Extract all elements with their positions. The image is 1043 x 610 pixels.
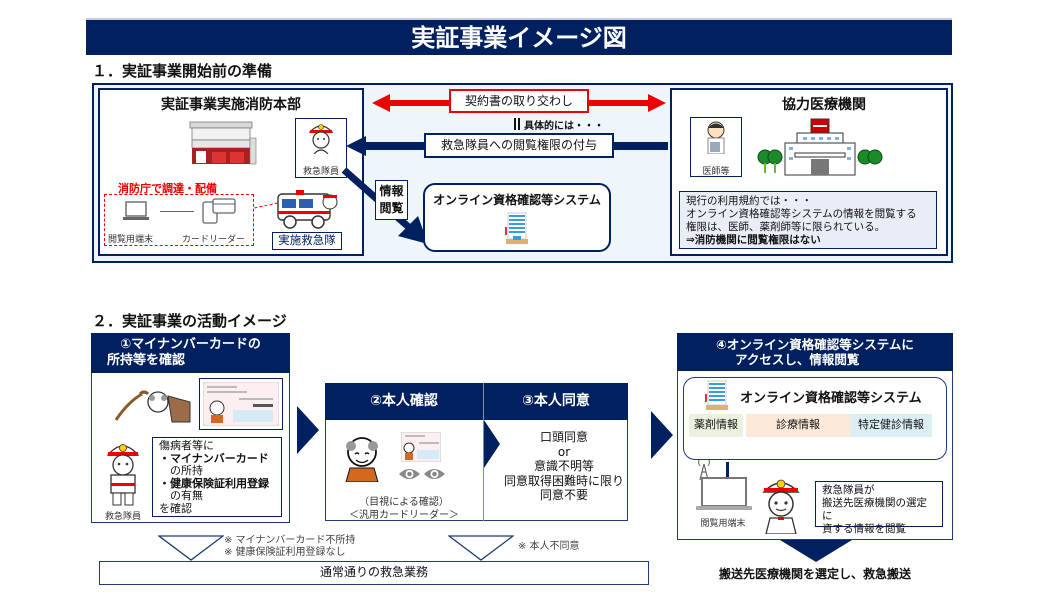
- ambulance-team-label: 実施救急隊: [272, 232, 342, 250]
- info-view-label-line1: 情報: [379, 184, 404, 198]
- step1-speech-line: の所持: [159, 464, 203, 478]
- hospital-note-line: ⇒消防機関に閲覧権限はない: [686, 234, 821, 246]
- step1-speech-line: の有無: [159, 489, 203, 503]
- specifically-bar-2: [518, 118, 520, 130]
- permission-label: 救急隊員への閲覧権限の付与: [424, 133, 614, 158]
- step4-server-icon: [702, 380, 730, 412]
- paramedic-step1-icon: [102, 437, 144, 507]
- elderly-person-icon: [340, 432, 384, 482]
- hospital-building-icon: [755, 117, 885, 177]
- mynumber-card-small-icon: [401, 432, 441, 462]
- step3-line: 意識不明等: [533, 459, 594, 473]
- step4-terminal-label: 閲覧用端末: [700, 519, 746, 529]
- step1-speech-line: を確認: [159, 501, 192, 515]
- page-title: 実証事業イメージ図: [86, 18, 952, 55]
- paramedic-icon: [306, 120, 336, 154]
- mynumber-card-icon: [203, 382, 279, 426]
- hospital-note: 現行の利用規約では・・・ オンライン資格確認等システムの情報を閲覧する 権限は、…: [679, 191, 937, 249]
- step4-title-line1: ④オンライン資格確認等システムに: [716, 337, 914, 352]
- doctor-icon: [701, 120, 731, 154]
- step1-speech-line: ・マイナンバーカード: [159, 451, 269, 465]
- hospital-note-line: 現行の利用規約では・・・: [686, 195, 812, 207]
- paramedic-label: 救急隊員: [302, 167, 339, 177]
- mynumber-card-frame: [199, 378, 283, 430]
- step4-speech: 救急隊員が 搬送先医療機関の選定に 資する情報を閲覧: [815, 481, 943, 535]
- normal-work-box: 通常通りの救急業務: [99, 561, 649, 585]
- info-tag-medication: 薬剤情報: [689, 414, 743, 437]
- laptop-icon: [122, 200, 150, 222]
- step23-divider: [483, 383, 484, 521]
- server-building-icon: [502, 211, 530, 245]
- ambulance-icon: [276, 186, 342, 232]
- step2-header: ②本人確認: [325, 383, 483, 420]
- branch-arrow-1: [158, 535, 224, 561]
- step3-line: 口頭同意: [539, 430, 588, 444]
- step4-speech-line: 搬送先医療機関の選定に: [822, 497, 927, 522]
- branch-note: ※ マイナンバーカード不所持: [224, 535, 356, 546]
- step1-title-line2: 所持等を確認: [107, 353, 186, 368]
- flow-chevron-inner: [484, 420, 500, 468]
- fallen-patient-icon: [114, 382, 194, 426]
- step3-line: 同意不要: [539, 488, 588, 502]
- step4-header: ④オンライン資格確認等システムに アクセスし、情報閲覧: [677, 333, 953, 371]
- flow-chevron-2: [651, 411, 673, 459]
- doctor-label: 医師等: [702, 167, 730, 177]
- card-reader-label: カードリーダー: [182, 235, 246, 245]
- fire-station-icon: [188, 118, 258, 166]
- fire-hq-title: 実証事業実施消防本部: [161, 97, 301, 113]
- procured-label: 消防庁で調達・配備: [118, 182, 217, 195]
- step1-speech-line: ・健康保険証利用登録: [159, 476, 269, 490]
- specifically-label: 具体的には・・・: [524, 121, 604, 132]
- info-view-label: 情報 閲覧: [375, 180, 408, 220]
- online-system-label: オンライン資格確認等システム: [433, 193, 601, 207]
- section2-heading: ２．実証事業の活動イメージ: [92, 312, 287, 330]
- card-reader-icon: [200, 198, 236, 224]
- step1-paramedic-label: 救急隊員: [104, 512, 141, 522]
- terminal-antenna-icon: [694, 460, 754, 512]
- final-label: 搬送先医療機関を選定し、救急搬送: [718, 567, 911, 581]
- step2-caption-line1: （目視による確認）: [359, 497, 449, 508]
- info-tag-checkup: 特定健診情報: [850, 414, 932, 437]
- terminal-label: 閲覧用端末: [108, 235, 154, 245]
- step3-line: or: [557, 444, 571, 459]
- step1-speech: 傷病者等に ・マイナンバーカード の所持 ・健康保険証利用登録 の有無 を確認: [152, 437, 282, 517]
- branch-arrow-2: [448, 535, 514, 561]
- step2-caption-line2: ＜汎用カードリーダー＞: [349, 510, 459, 521]
- flow-chevron-1: [297, 406, 319, 454]
- step4-speech-line: 資する情報を閲覧: [822, 523, 906, 535]
- step3-header: ③本人同意: [484, 383, 628, 420]
- hospital-note-line: 権限は、医師、薬剤師等に限られている。: [686, 221, 886, 233]
- step3-text: 口頭同意 or 意識不明等 同意取得困難時に限り 同意不要: [500, 430, 628, 503]
- step1-title-line1: ①マイナンバーカードの: [120, 337, 261, 352]
- hospital-title: 協力医療機関: [782, 97, 866, 113]
- eyes-icon: [398, 466, 446, 482]
- step4-speech-line: 救急隊員が: [822, 484, 875, 496]
- info-view-label-line2: 閲覧: [379, 201, 404, 215]
- branch-notes-2: ※ 本人不同意: [518, 541, 580, 552]
- step3-line: 同意取得困難時に限り: [503, 473, 624, 488]
- device-connector-line: [160, 211, 194, 212]
- paramedic-step4-icon: [758, 474, 804, 534]
- step1-speech-line: 傷病者等に: [159, 439, 214, 452]
- branch-notes-1: ※ マイナンバーカード不所持 ※ 健康保険証利用登録なし: [224, 535, 355, 558]
- branch-note: ※ 健康保険証利用登録なし: [224, 546, 346, 558]
- final-down-arrow: [780, 540, 852, 562]
- hospital-note-line: オンライン資格確認等システムの情報を閲覧する: [686, 208, 917, 220]
- step4-system-label: オンライン資格確認等システム: [740, 391, 922, 406]
- contract-label: 契約書の取り交わし: [449, 89, 589, 113]
- step1-header: ①マイナンバーカードの 所持等を確認: [91, 333, 290, 373]
- step4-title-line2: アクセスし、情報閲覧: [735, 352, 860, 367]
- procured-devices-area: [104, 194, 254, 246]
- specifically-bar-1: [514, 118, 516, 130]
- info-tag-clinical: 診療情報: [746, 414, 850, 437]
- section1-heading: １．実証事業開始前の準備: [92, 62, 273, 80]
